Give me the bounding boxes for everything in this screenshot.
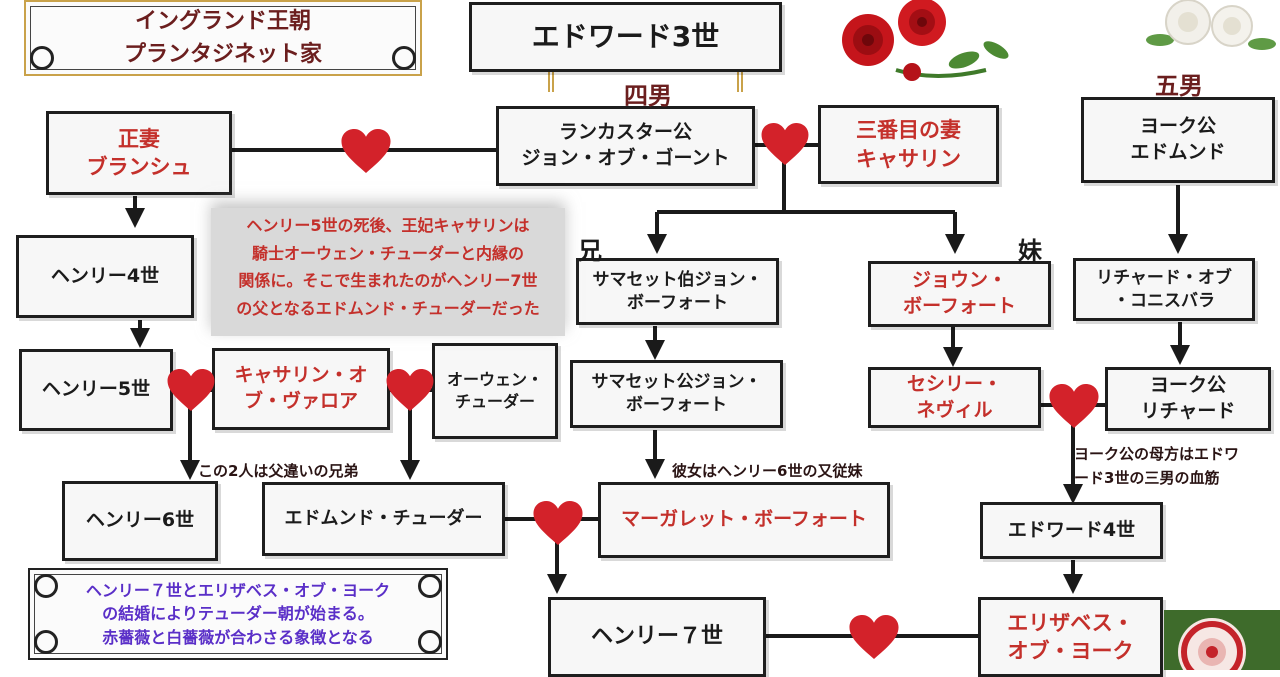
heart-icon bbox=[341, 129, 391, 173]
node-henry5: ヘンリー5世 bbox=[19, 349, 173, 431]
title-line-1: イングランド王朝 bbox=[134, 9, 311, 34]
ornament-icon bbox=[34, 630, 58, 654]
node-richard-conisbrough: リチャード・オブ ・コニスバラ bbox=[1073, 258, 1255, 321]
node-margaret-beaufort: マーガレット・ボーフォート bbox=[598, 482, 890, 558]
node-joan: ジョウン・ ボーフォート bbox=[868, 261, 1051, 327]
ornament-icon bbox=[392, 46, 416, 70]
node-richard-york: ヨーク公 リチャード bbox=[1105, 367, 1271, 431]
node-owen-tudor: オーウェン・ チューダー bbox=[432, 343, 558, 439]
red-rose-icon bbox=[842, 0, 1009, 81]
note-tudor-dynasty: ヘンリー７世とエリザベス・オブ・ヨーク の結婚によりテューダー朝が始まる。 赤薔… bbox=[28, 568, 448, 660]
node-edmund-york: ヨーク公 エドムンド bbox=[1081, 97, 1275, 183]
label-fifth-son: 五男 bbox=[1155, 72, 1203, 100]
node-catherine-valois: キャサリン・オ ブ・ヴァロア bbox=[212, 348, 390, 430]
heart-icon bbox=[761, 122, 809, 166]
heart-icon bbox=[386, 368, 434, 412]
white-rose-icon bbox=[1146, 0, 1276, 50]
node-edmund-tudor: エドムンド・チューダー bbox=[262, 482, 505, 556]
node-blanche: 正妻 ブランシュ bbox=[46, 111, 232, 195]
node-edward3: エドワード3世 bbox=[469, 2, 782, 72]
node-cecily: セシリー・ ネヴィル bbox=[868, 367, 1041, 428]
node-edward4: エドワード4世 bbox=[980, 502, 1163, 559]
heart-icon bbox=[849, 615, 899, 659]
node-katherine: 三番目の妻 キャサリン bbox=[818, 105, 999, 184]
heart-icon bbox=[167, 368, 215, 412]
ornament-icon bbox=[418, 574, 442, 598]
node-henry7: ヘンリー７世 bbox=[548, 597, 766, 677]
ornament-icon bbox=[30, 46, 54, 70]
heart-icon bbox=[1049, 384, 1099, 428]
label-fourth-son: 四男 bbox=[624, 82, 672, 110]
ornament-icon bbox=[418, 630, 442, 654]
title-line-2: プランタジネット家 bbox=[123, 42, 322, 67]
node-john-of-gaunt: ランカスター公 ジョン・オブ・ゴーント bbox=[496, 106, 755, 186]
node-somerset-duke: サマセット公ジョン・ ボーフォート bbox=[570, 360, 783, 428]
note-margaret-cousin: 彼女はヘンリー6世の又従妹 bbox=[672, 462, 863, 480]
heart-icon bbox=[533, 501, 583, 545]
node-henry4: ヘンリー4世 bbox=[16, 235, 194, 318]
label-elder-brother: 兄 bbox=[578, 237, 602, 265]
pink-rose-icon bbox=[1164, 610, 1280, 670]
note-katherine-owen: ヘンリー5世の死後、王妃キャサリンは 騎士オーウェン・チューダーと内縁の 関係に… bbox=[211, 208, 565, 336]
label-younger-sister: 妹 bbox=[1018, 237, 1042, 265]
node-somerset-earl: サマセット伯ジョン・ ボーフォート bbox=[576, 258, 779, 325]
title-card: イングランド王朝 プランタジネット家 bbox=[24, 0, 422, 76]
note-half-brothers: この2人は父違いの兄弟 bbox=[198, 462, 359, 480]
node-elizabeth-of-york: エリザベス・ オブ・ヨーク bbox=[978, 597, 1163, 677]
note-york-lineage: ヨーク公の母方はエドワ ード3世の三男の血筋 bbox=[1074, 445, 1240, 487]
ornament-icon bbox=[34, 574, 58, 598]
node-henry6: ヘンリー6世 bbox=[62, 481, 218, 561]
